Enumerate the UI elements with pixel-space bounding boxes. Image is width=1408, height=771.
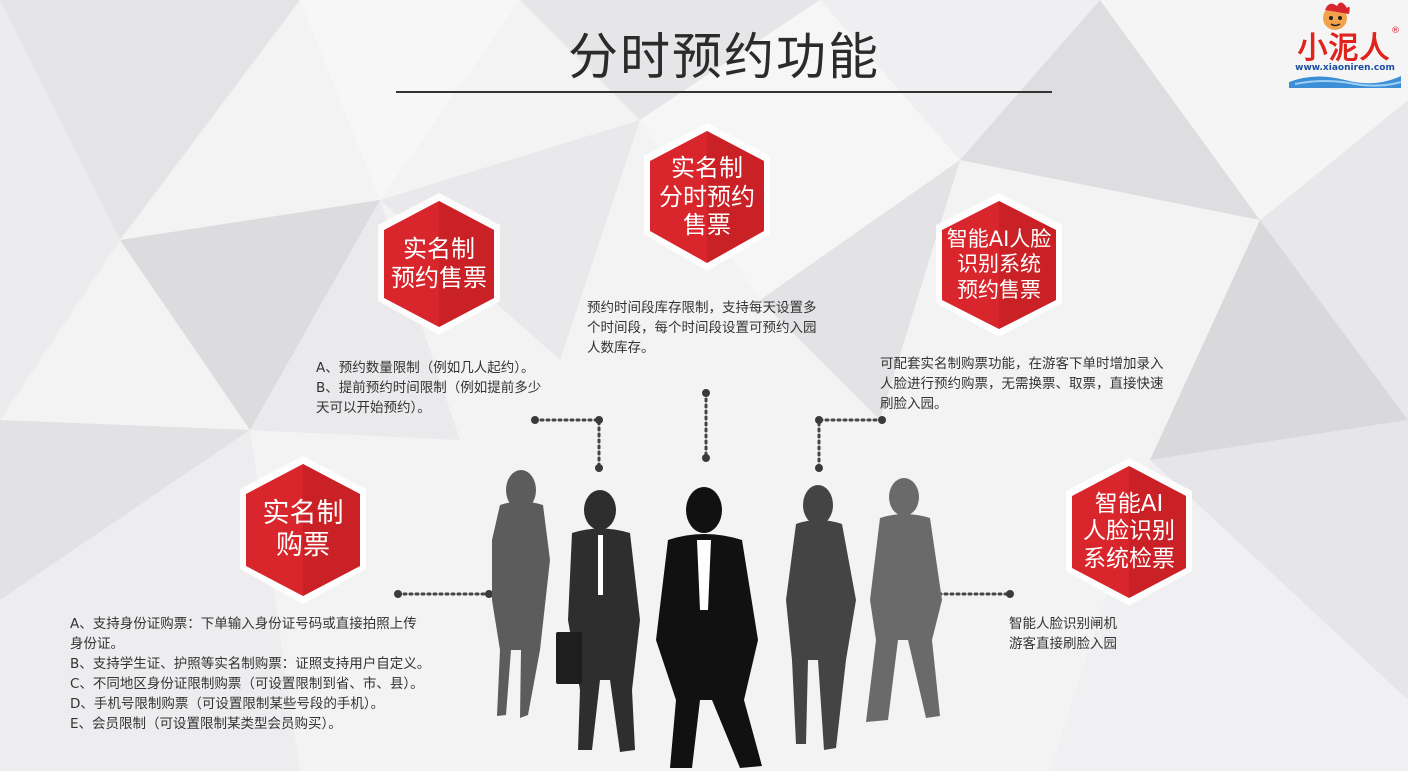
person-silhouette-3	[656, 487, 762, 768]
hex-node-realname-timeslot: 实名制 分时预约 售票	[636, 123, 778, 271]
desc-realname-purchase: A、支持身份证购票：下单输入身份证号码或直接拍照上传 身份证。 B、支持学生证、…	[70, 616, 431, 732]
mascot-icon	[1289, 2, 1402, 88]
hex-node-ai-face-reservation: 智能AI人脸 识别系统 预约售票	[928, 193, 1070, 337]
hexagon-shape	[936, 193, 1062, 337]
hex-node-ai-face-check: 智能AI 人脸识别 系统检票	[1058, 458, 1200, 606]
hex-label: 实名制 分时预约 售票	[659, 153, 755, 240]
person-silhouette-2	[556, 490, 640, 752]
hexagon-shape	[1066, 458, 1192, 606]
logo-name: 小泥人	[1297, 31, 1391, 66]
hex-label: 实名制 预约售票	[391, 235, 487, 292]
registered-mark: ®	[1391, 26, 1400, 36]
hex-label: 实名制 购票	[262, 497, 344, 561]
person-silhouette-4	[786, 485, 856, 750]
hexagon-shape	[644, 123, 770, 271]
hex-label: 智能AI人脸 识别系统 预约售票	[946, 227, 1052, 302]
logo-url: www.xiaoniren.com	[1295, 63, 1395, 73]
hexagon-shape	[240, 456, 366, 604]
hexagon-shape	[378, 193, 500, 335]
hex-label: 智能AI 人脸识别 系统检票	[1083, 490, 1175, 572]
title-underline	[396, 91, 1052, 93]
desc-ai-face-reservation: 可配套实名制购票功能，在游客下单时增加录入 人脸进行预约购票，无需换票、取票，直…	[880, 356, 1164, 412]
hex-node-realname-reservation: 实名制 预约售票	[370, 193, 508, 335]
page-title: 分时预约功能	[568, 28, 880, 86]
brand-logo: 小泥人 www.xiaoniren.com ®	[1285, 2, 1403, 88]
desc-ai-face-check: 智能人脸识别闸机 游客直接刷脸入园	[1009, 616, 1117, 652]
person-silhouette-5	[866, 478, 942, 722]
person-silhouette-1	[492, 470, 550, 718]
desc-realname-reservation: A、预约数量限制（例如几人起约）。 B、提前预约时间限制（例如提前多少 天可以开…	[316, 360, 542, 416]
hex-node-realname-purchase: 实名制 购票	[232, 456, 374, 604]
desc-realname-timeslot: 预约时间段库存限制，支持每天设置多 个时间段，每个时间段设置可预约入园 人数库存…	[587, 300, 817, 356]
